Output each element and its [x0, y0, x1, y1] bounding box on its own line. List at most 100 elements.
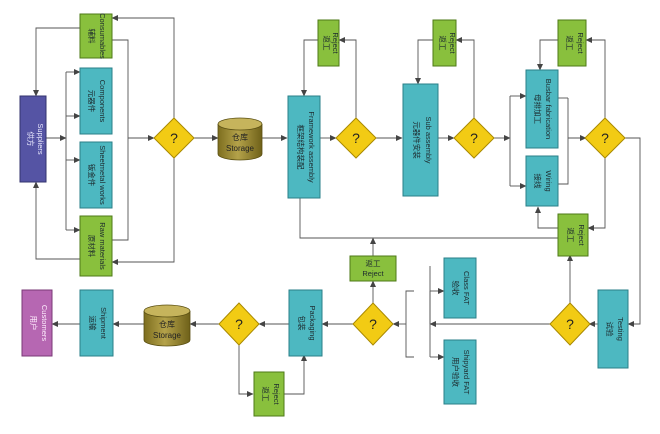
reject-busbar-en: Reject: [576, 32, 585, 54]
class-fat-cn: 验收: [451, 281, 461, 296]
reject-packaging-cn: 返工: [261, 387, 270, 402]
raw-materials-node: 原材料 Raw materials: [79, 215, 113, 277]
shipyard-fat-en: Shipyard FAT: [462, 350, 471, 395]
reject-packaging: 返工 Reject: [253, 371, 285, 417]
decision-5: ?: [549, 302, 591, 346]
reject-wiring-en: Reject: [577, 224, 586, 246]
raw-materials-cn: 原材料: [87, 235, 97, 258]
arrow-reject2-to-framework: [301, 39, 318, 97]
framework-assembly-node: 框架结构装配 Framework assembly: [287, 95, 321, 199]
customers-en: Customers: [40, 305, 49, 342]
testing-en: Testing: [616, 317, 625, 341]
reject-subassembly-cn: 返工: [438, 36, 447, 51]
arrow-reject7-to-packaging: [284, 354, 307, 395]
decision-6: ?: [352, 302, 394, 346]
decision-1: ?: [153, 117, 195, 159]
sheetmetal-cn: 钣金件: [87, 164, 97, 187]
arrow-to-testing: [625, 137, 641, 327]
storage-2: 仓库 Storage: [143, 304, 191, 347]
wiring-node: 接线 Wiring: [525, 155, 559, 207]
reject-wiring: 返工 Reject: [557, 213, 589, 257]
suppliers-node: 供方 Suppliers: [19, 95, 47, 183]
reject-wiring-cn: 返工: [566, 228, 575, 243]
decision-4-label: ?: [601, 130, 609, 146]
shipyard-fat-cn: 用户验收: [451, 357, 461, 387]
arrow-decision3-to-reject: [455, 37, 475, 118]
wiring-cn: 接线: [533, 174, 543, 189]
customers-node: 用户 Customers: [21, 289, 53, 357]
wiring-out: [558, 98, 569, 185]
reject-fat: 返工 Reject: [349, 255, 397, 282]
materials-collector-line: [112, 39, 129, 241]
reject-fat-cn: 返工: [366, 259, 381, 268]
arrow-reject4-to-wiring: [535, 206, 558, 229]
consumables-en: Consumables: [98, 13, 107, 59]
busbar-en: Busbar fabrication: [544, 79, 553, 139]
testing-cn: 试验: [605, 322, 615, 337]
decision-1-label: ?: [170, 130, 178, 146]
decision-2-label: ?: [352, 130, 360, 146]
testing-node: 试验 Testing: [597, 289, 629, 369]
packaging-node: 包装 Packaging: [288, 289, 323, 357]
wiring-en: Wiring: [544, 170, 553, 191]
storage-2-cn: 仓库: [159, 319, 175, 329]
shipment-node: 运输 Shipment: [79, 289, 114, 357]
arrow-decision1-reject-top: [111, 15, 175, 118]
storage-1-en: Storage: [226, 144, 255, 153]
arrow-raw-to-suppliers: [33, 181, 80, 260]
storage-1-cn: 仓库: [232, 132, 248, 142]
packaging-cn: 包装: [297, 316, 307, 331]
decision-4: ?: [584, 117, 626, 159]
subassembly-en: Sub assembly: [424, 116, 433, 163]
class-fat-en: Class FAT: [462, 271, 471, 305]
sheetmetal-en: Sheetmetal works: [98, 145, 107, 205]
suppliers-en: Suppliers: [36, 123, 45, 155]
framework-cn: 框架结构装配: [296, 125, 306, 170]
decision-5-label: ?: [566, 316, 574, 332]
busbar-cn: 母排加工: [533, 94, 543, 124]
consumables-node: 辅料 Consumables: [79, 13, 113, 59]
framework-en: Framework assembly: [307, 111, 316, 183]
connectors: [33, 15, 641, 397]
arrow-reject5-to-framework: [297, 179, 570, 239]
suppliers-cn: 供方: [26, 132, 36, 147]
decision-2: ?: [335, 117, 377, 159]
raw-materials-en: Raw materials: [98, 222, 107, 270]
reject-subassembly: 返工 Reject: [432, 19, 457, 67]
arrow-decision7-to-reject: [238, 344, 254, 397]
reject-busbar-cn: 返工: [565, 36, 574, 51]
decision-7-label: ?: [235, 316, 243, 332]
reject-framework: 返工 Reject: [317, 19, 340, 67]
consumables-cn: 辅料: [87, 29, 97, 44]
arrow-decision4-to-reject-top: [585, 37, 606, 118]
components-cn: 元器件: [87, 90, 97, 113]
busbar-fabrication-node: 母排加工 Busbar fabrication: [525, 69, 559, 149]
arrow-reject4-to-busbar: [537, 39, 558, 71]
arrow-decision2-to-reject: [338, 37, 357, 118]
reject-fat-en: Reject: [362, 269, 384, 278]
storage-1: 仓库 Storage: [217, 117, 263, 161]
class-fat-node: 验收 Class FAT: [443, 257, 477, 319]
reject-busbar: 返工 Reject: [557, 19, 587, 67]
components-en: Components: [98, 80, 107, 123]
subassembly-cn: 元器件安装: [412, 121, 422, 159]
decision-3-label: ?: [470, 130, 478, 146]
arrow-reject3-to-subassembly: [415, 39, 433, 85]
customers-cn: 用户: [29, 316, 39, 331]
shipment-cn: 运输: [88, 316, 98, 331]
shipyard-fat-node: 用户验收 Shipyard FAT: [443, 339, 477, 405]
sheetmetal-node: 钣金件 Sheetmetal works: [79, 141, 113, 209]
decision-7: ?: [218, 302, 260, 346]
components-node: 元器件 Components: [79, 67, 113, 135]
reject-subassembly-en: Reject: [448, 32, 457, 54]
reject-packaging-en: Reject: [272, 383, 281, 405]
packaging-en: Packaging: [308, 305, 317, 340]
storage-2-en: Storage: [153, 331, 182, 340]
fat-collector: [405, 290, 414, 358]
sub-assembly-node: 元器件安装 Sub assembly: [402, 83, 439, 197]
arrow-decision4-to-reject-bottom: [587, 158, 606, 231]
arrow-decision1-reject-bottom: [111, 158, 175, 265]
reject-framework-cn: 返工: [322, 36, 331, 51]
arrow-consumables-to-suppliers: [33, 27, 80, 97]
